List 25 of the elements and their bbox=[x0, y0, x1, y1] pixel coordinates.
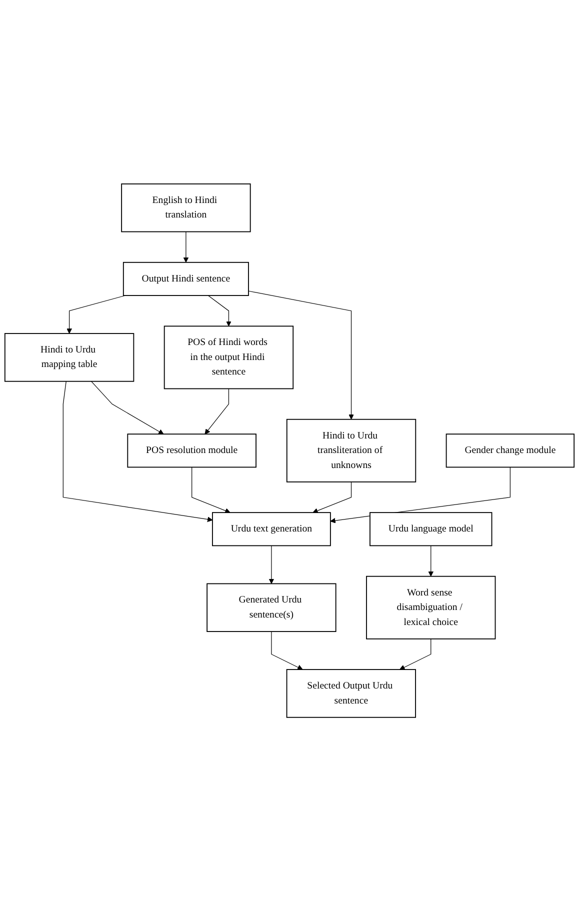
arrow bbox=[271, 632, 303, 670]
arrow bbox=[204, 388, 230, 435]
node-box: Output Hindi sentence bbox=[122, 262, 249, 296]
arrow bbox=[312, 482, 352, 514]
arrow bbox=[66, 296, 126, 334]
node-box: POS of Hindi words in the output Hindi sentence bbox=[164, 326, 294, 390]
node-box: Urdu text generation bbox=[212, 512, 331, 546]
arrow bbox=[268, 546, 274, 584]
arrow bbox=[400, 638, 432, 670]
arrow bbox=[62, 381, 213, 522]
node-box: Word sense disambiguation / lexical choice bbox=[366, 576, 496, 640]
node-box: POS resolution module bbox=[127, 434, 256, 468]
node-box: Hindi to Urdu transliteration of unknowns bbox=[286, 419, 416, 483]
node-box: Hindi to Urdu mapping table bbox=[4, 333, 134, 382]
node-box: Gender change module bbox=[446, 434, 575, 468]
node-box: English to Hindi translation bbox=[121, 184, 251, 233]
arrow bbox=[192, 467, 230, 514]
node-box: Generated Urdu sentence(s) bbox=[206, 584, 336, 632]
arrow bbox=[428, 546, 434, 577]
node-box: Selected Output Urdu sentence bbox=[286, 669, 416, 718]
arrow bbox=[248, 291, 354, 420]
arrow bbox=[208, 296, 232, 327]
arrow bbox=[183, 232, 189, 263]
arrow bbox=[90, 381, 164, 435]
node-box: Urdu language model bbox=[370, 512, 492, 546]
